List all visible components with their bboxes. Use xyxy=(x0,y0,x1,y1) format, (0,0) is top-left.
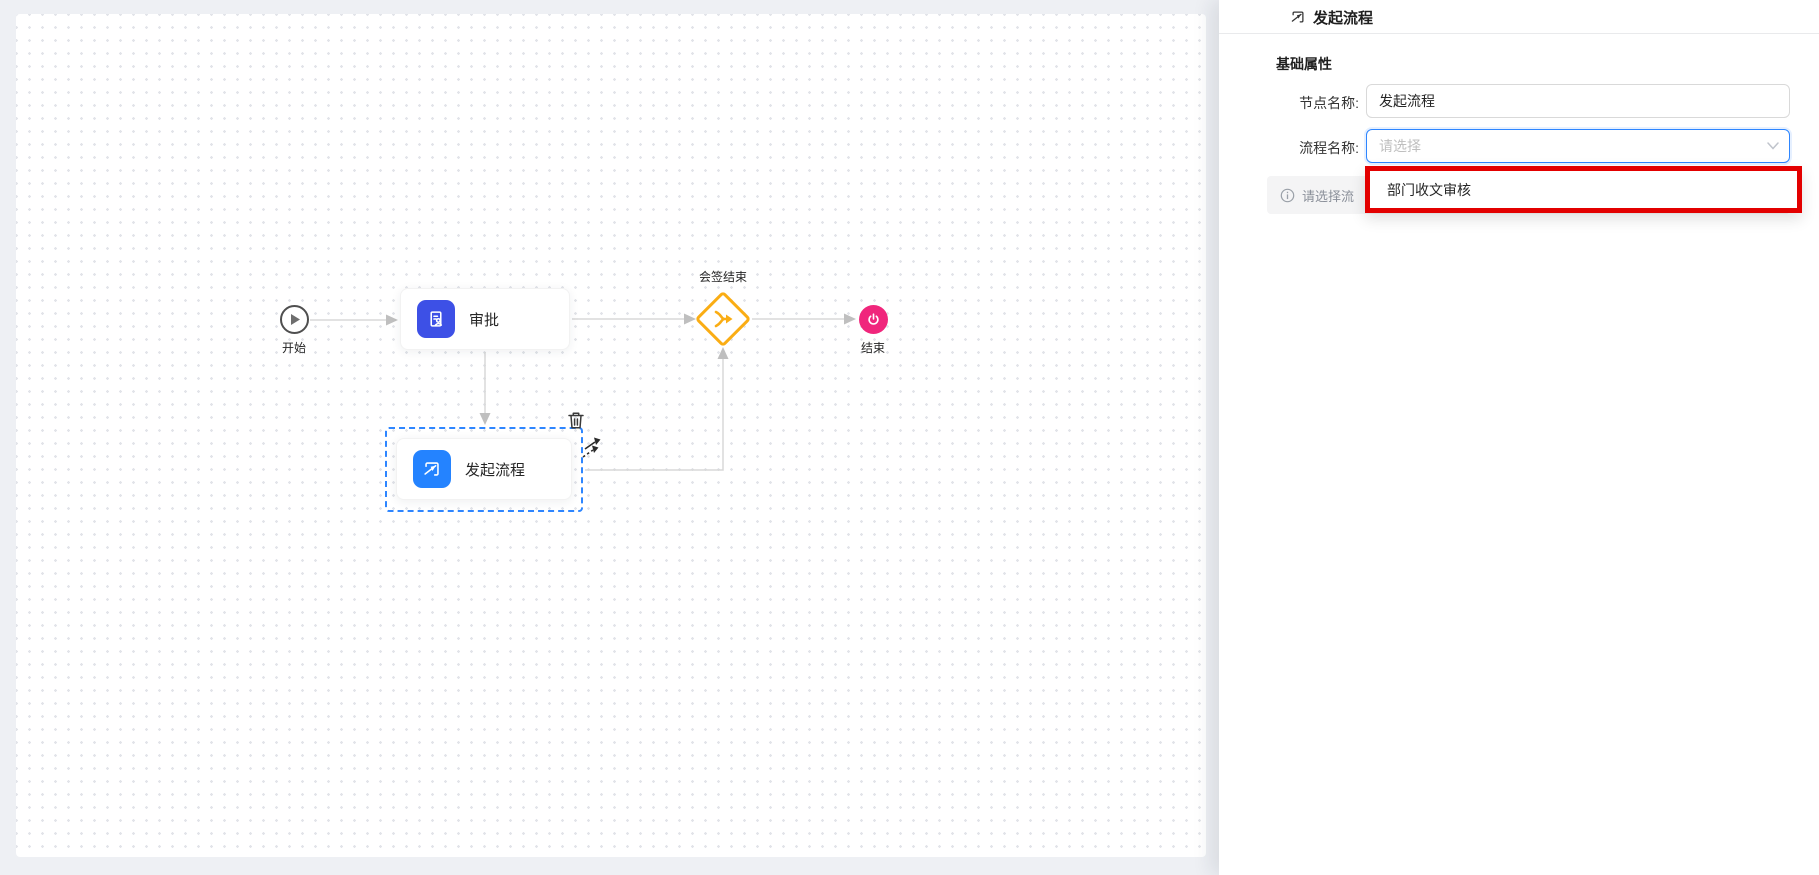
chevron-down-icon xyxy=(1767,142,1779,150)
initiate-process-node-label: 发起流程 xyxy=(465,461,526,479)
initiate-process-node[interactable]: 发起流程 xyxy=(396,438,572,500)
delete-node-button[interactable] xyxy=(565,409,587,436)
info-icon xyxy=(1280,188,1295,202)
node-name-label: 节点名称: xyxy=(1299,95,1359,111)
gateway-label: 会签结束 xyxy=(698,270,748,284)
flow-canvas[interactable] xyxy=(16,14,1206,857)
start-node[interactable] xyxy=(280,305,309,334)
end-node[interactable] xyxy=(859,305,888,334)
approval-doc-person-icon xyxy=(417,300,455,338)
properties-panel: 发起流程 基础属性 节点名称: 流程名称: 请选择流 部门收文审核 xyxy=(1219,0,1819,875)
quick-connect-button[interactable] xyxy=(578,434,606,467)
node-name-input[interactable] xyxy=(1366,84,1790,118)
selection-outline xyxy=(385,427,583,512)
initiate-process-outline-icon xyxy=(1291,11,1304,23)
approval-node[interactable]: 审批 xyxy=(400,288,570,350)
double-arrow-icon xyxy=(582,437,601,458)
trash-icon xyxy=(568,412,584,429)
play-icon xyxy=(291,314,300,325)
approval-node-label: 审批 xyxy=(469,311,500,329)
initiate-process-icon xyxy=(413,450,451,488)
end-node-label: 结束 xyxy=(860,341,886,355)
merge-arrow-icon xyxy=(714,310,733,328)
panel-header: 发起流程 xyxy=(1219,0,1819,34)
info-alert-text: 请选择流 xyxy=(1302,188,1355,204)
start-node-label: 开始 xyxy=(281,341,307,355)
annotation-highlight-box: 部门收文审核 xyxy=(1365,166,1802,213)
panel-title: 发起流程 xyxy=(1313,10,1374,27)
process-name-label: 流程名称: xyxy=(1299,140,1359,156)
power-icon xyxy=(868,313,879,325)
process-name-select[interactable] xyxy=(1366,129,1790,163)
section-title: 基础属性 xyxy=(1276,56,1332,72)
dropdown-option[interactable]: 部门收文审核 xyxy=(1370,171,1797,208)
